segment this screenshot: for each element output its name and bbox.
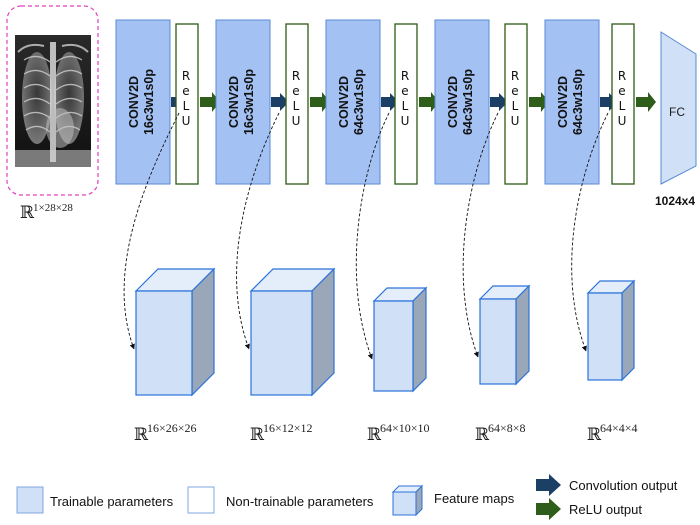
feature-map-cube-4: ℝ64×8×8 [475,284,531,444]
legend-conv-label: Convolution output [569,478,678,493]
fc-size-label: 1024x4 [655,194,695,208]
relu-output-arrow-icon [636,92,656,112]
conv2d-params: 64c3w1s0p [461,69,475,135]
cube-front-face [373,300,414,392]
conv2d-box [434,19,490,185]
chest-xray-image [15,35,91,167]
cube-front-face [479,298,517,385]
conv2d-params: 16c3w1s0p [142,69,156,135]
fc-trapezoid [660,31,697,185]
legend: Trainable parameters Non-trainable param… [16,474,678,520]
input-dim-base: ℝ [20,203,35,222]
legend-conv-arrow-icon [536,474,561,496]
feature-map-cube-2: ℝ16×12×12 [249,267,336,444]
cube-side-face [515,284,530,386]
cube-side-face [191,267,215,397]
cube-front-face [135,290,193,396]
feature-map-dim-base: ℝ [134,425,149,444]
feature-map-dim-base: ℝ [367,425,382,444]
conv2d-params: 64c3w1s0p [352,69,366,135]
cube-side-face [621,279,635,382]
legend-non-trainable-swatch [187,486,215,514]
legend-non-trainable-label: Non-trainable parameters [226,494,374,509]
input-image-group: ℝ 1×28×28 [6,5,99,222]
feature-map-cube-1: ℝ16×26×26 [134,267,216,444]
feature-map-dim-base: ℝ [475,425,490,444]
dashed-connector [571,112,609,352]
relu-output-arrow-icon [310,92,330,112]
cube-side-face [311,267,335,397]
conv2d-title: CONV2D [127,76,141,128]
legend-relu-arrow-icon [536,498,561,520]
conv2d-box [325,19,381,185]
conv2d-box [115,19,171,185]
conv2d-title: CONV2D [227,76,241,128]
relu-output-arrow-icon [200,92,220,112]
conv-output-arrow-icon [490,93,508,111]
feature-map-dim-base: ℝ [250,425,265,444]
dashed-connector [355,112,390,360]
dashed-connector [236,112,280,350]
input-dashed-border [6,5,99,196]
relu-output-arrow-icon [419,92,439,112]
conv2d-params: 64c3w1s0p [571,69,585,135]
relu-box [175,23,199,185]
legend-trainable-swatch [16,486,44,514]
feature-map-cube-3: ℝ64×10×10 [367,286,430,444]
cube-front-face [250,290,313,396]
input-dim-sup: 1×28×28 [33,202,73,214]
feature-map-dim-sup: 16×12×12 [263,421,313,435]
feature-map-dim-sup: 16×26×26 [147,421,197,435]
dashed-connector [123,112,180,350]
fc-label: FC [669,105,685,119]
conv-output-arrow-icon [271,93,289,111]
conv2d-title: CONV2D [556,76,570,128]
conv2d-title: CONV2D [446,76,460,128]
feature-map-dim-sup: 64×10×10 [380,421,430,435]
legend-feature-maps-icon [391,484,424,517]
relu-box [504,23,528,185]
cube-front-face [587,292,623,381]
conv2d-box [215,19,271,185]
legend-relu-label: ReLU output [569,502,642,517]
fc-layer: FC 1024x4 [655,31,697,208]
feature-map-cube-5: ℝ64×4×4 [586,279,638,444]
conv2d-title: CONV2D [337,76,351,128]
relu-box [611,23,635,185]
cube-side-face [412,286,427,393]
legend-trainable-label: Trainable parameters [50,494,174,509]
relu-box [285,23,309,185]
legend-feature-maps-label: Feature maps [434,491,515,506]
relu-box [394,23,418,185]
relu-output-arrow-icon [529,92,549,112]
feature-map-dim-sup: 64×8×8 [488,421,526,435]
feature-map-dim-base: ℝ [587,425,602,444]
conv2d-params: 16c3w1s0p [242,69,256,135]
feature-map-dim-sup: 64×4×4 [600,421,638,435]
dashed-connector [462,112,499,358]
